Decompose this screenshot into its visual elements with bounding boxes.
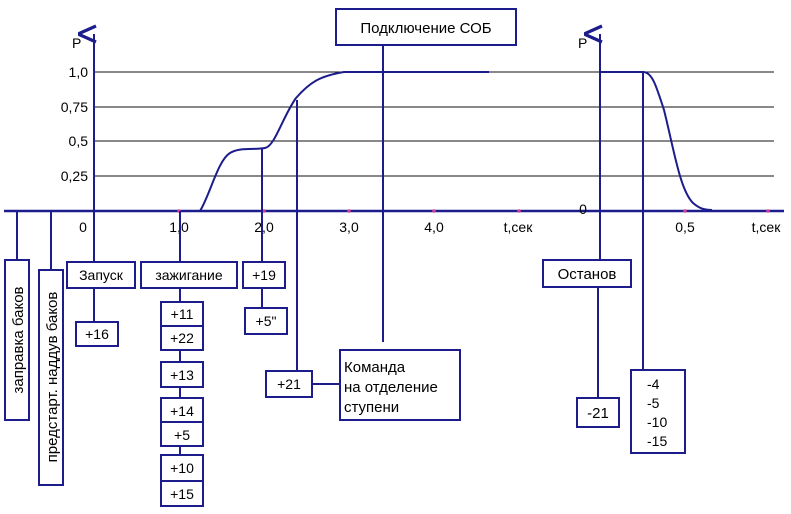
label-m15: -15 (647, 433, 667, 449)
label-p15: +15 (170, 486, 194, 502)
y-tick-0-75: 0,75 (61, 99, 88, 115)
x-axis-label-left: t,сек (504, 219, 534, 235)
label-m21: -21 (587, 405, 609, 422)
prepressure-label: предстарт. наддув баков (44, 292, 61, 463)
stop-box (542, 259, 632, 288)
x-tick-0: 0 (79, 219, 87, 235)
ignition-label: зажигание (155, 267, 223, 283)
x-tick-2-0: 2,0 (254, 219, 274, 235)
box-p13 (160, 361, 204, 388)
label-m4: -4 (647, 376, 660, 392)
box-p19 (242, 261, 286, 289)
box-m21 (576, 397, 620, 428)
launch-label: Запуск (79, 267, 124, 283)
cob-box (335, 8, 517, 46)
label-m10: -10 (647, 414, 667, 430)
refuel-label: заправка баков (10, 286, 27, 393)
launch-box (66, 261, 136, 289)
left-y-label: P (72, 35, 81, 51)
box-p5s (244, 307, 288, 335)
prepressure-box (38, 269, 64, 486)
label-p13: +13 (170, 367, 194, 383)
label-p5: +5 (174, 427, 190, 443)
separation-line-3: ступени (344, 399, 399, 416)
refuel-box (4, 259, 30, 421)
label-p10: +10 (170, 460, 194, 476)
label-p5s: +5" (256, 313, 277, 329)
separation-box (339, 349, 461, 421)
separation-line-2: на отделение (344, 379, 438, 396)
x-tick-dot-4 (432, 209, 436, 213)
x-tick-4-0: 4,0 (424, 219, 444, 235)
stop-label: Останов (558, 266, 617, 283)
x-tick-dot-7 (766, 209, 770, 213)
x-tick-dot-2 (262, 209, 266, 213)
label-p14: +14 (170, 403, 194, 419)
stop-list-box (630, 369, 686, 454)
label-p19: +19 (252, 267, 276, 283)
pressure-curve-stop (600, 71, 713, 211)
right-y-label: P (578, 35, 587, 51)
right-x-tick-0: 0 (579, 201, 587, 217)
label-m5: -5 (647, 395, 660, 411)
y-tick-1-0: 1,0 (69, 64, 89, 80)
right-x-tick-0-5: 0,5 (675, 219, 695, 235)
box-p16 (75, 321, 119, 347)
label-p21: +21 (277, 376, 301, 392)
label-p22: +22 (170, 330, 194, 346)
box-p21 (265, 370, 313, 398)
x-tick-dot-3 (347, 209, 351, 213)
ignition-box (140, 261, 238, 289)
label-p11: +11 (171, 306, 194, 322)
pressure-curve-start (199, 71, 489, 212)
x-tick-dot-6 (683, 209, 687, 213)
label-p16: +16 (85, 326, 109, 342)
separation-line-1: Команда (344, 359, 406, 376)
x-tick-3-0: 3,0 (339, 219, 359, 235)
y-tick-0-5: 0,5 (69, 133, 89, 149)
y-tick-0-25: 0,25 (61, 168, 88, 184)
x-axis-label-right: t,сек (752, 219, 782, 235)
x-tick-dot-5 (517, 209, 521, 213)
cob-label: Подключение СОБ (360, 20, 491, 37)
